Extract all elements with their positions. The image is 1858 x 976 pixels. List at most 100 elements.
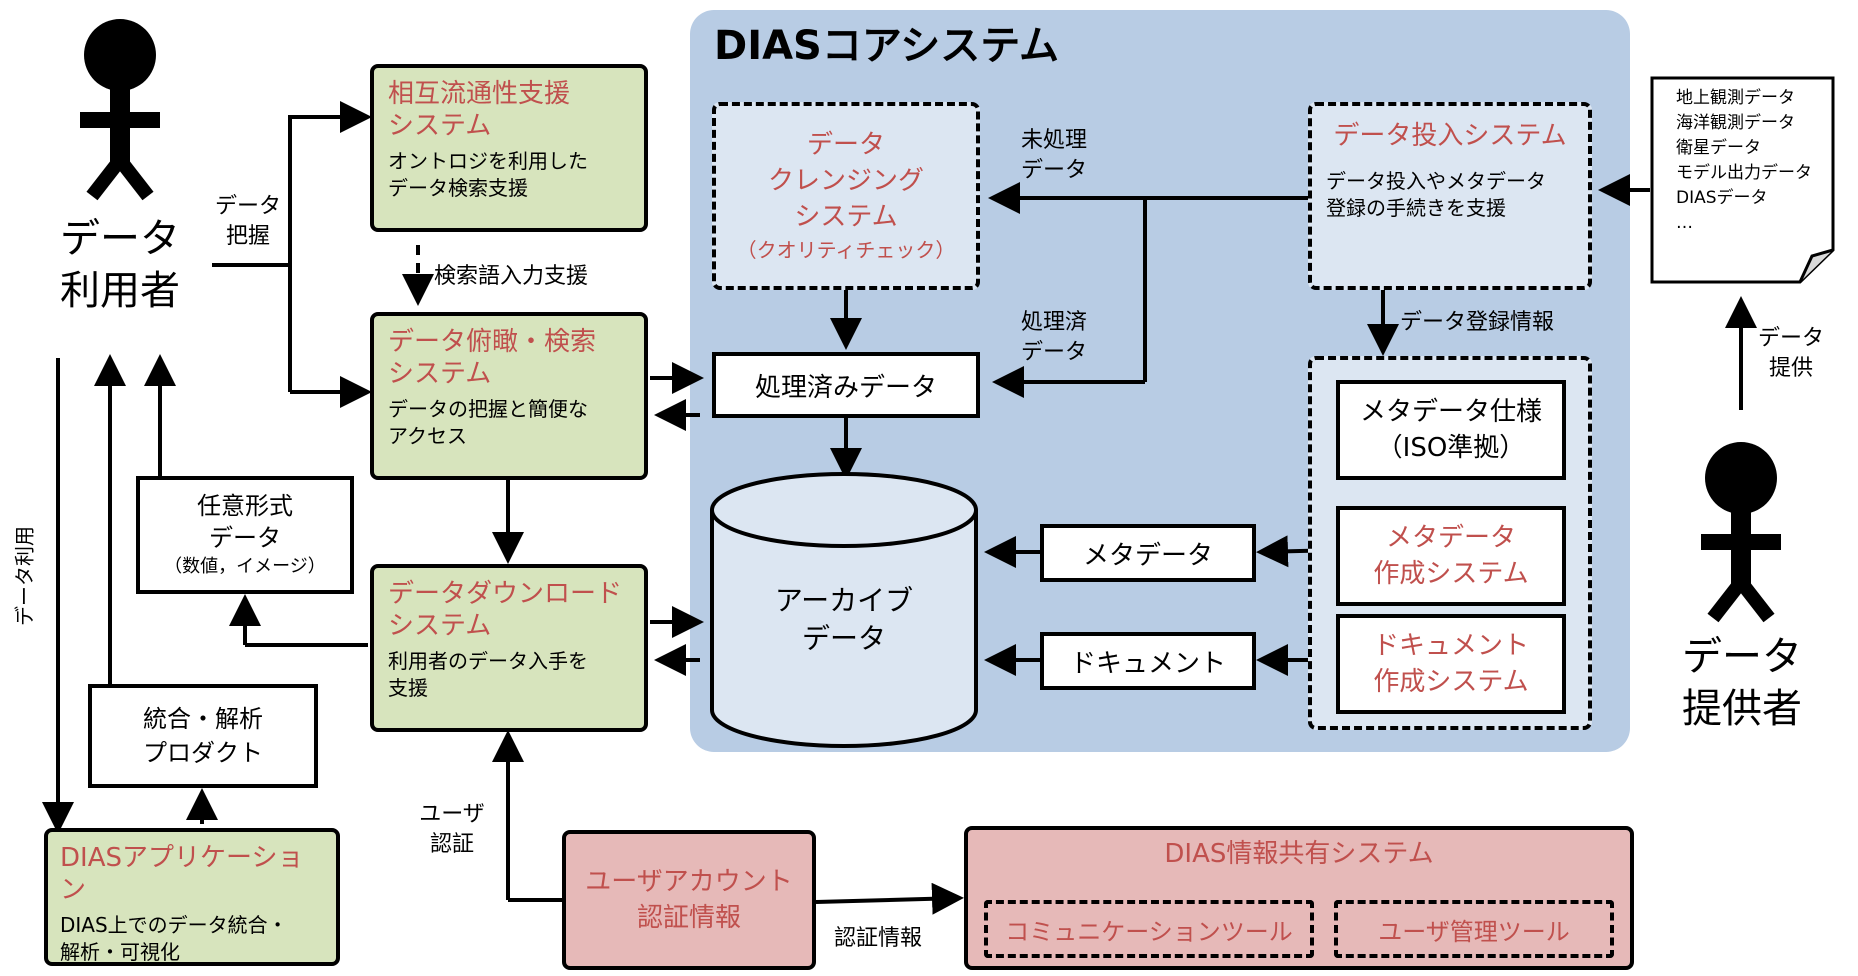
data-provider-line2: 提供者	[1682, 686, 1802, 732]
unprocessed-data-label: 未処理 データ	[1002, 124, 1106, 188]
data-grasp-label: データ 把握	[208, 190, 288, 254]
search-title-line2: システム	[388, 359, 492, 389]
interop-desc-line2: データ検索支援	[388, 176, 528, 200]
doc-create-line2: 作成システム	[1373, 667, 1529, 697]
data-search-system-box: データ俯瞰・検索 システム データの把握と簡便な アクセス	[370, 312, 648, 480]
data-grasp-line1: データ	[214, 194, 281, 219]
share-title: DIAS情報共有システム	[1164, 839, 1434, 869]
data-provide-label: データ 提供	[1756, 322, 1826, 386]
interop-desc-line1: オントロジを利用した	[388, 149, 588, 173]
unprocessed-line2: データ	[1020, 158, 1087, 183]
processed-data-label: 処理済 データ	[1002, 306, 1106, 370]
download-desc-line2: 支援	[388, 676, 428, 700]
download-title-line1: データダウンロード	[388, 579, 623, 609]
data-provider-line1: データ	[1682, 634, 1802, 680]
arbitrary-format-data-box: 任意形式 データ （数値，イメージ）	[136, 476, 354, 594]
metadata-create-system-box: メタデータ 作成システム	[1336, 506, 1566, 606]
account-line1: ユーザアカウント	[585, 867, 793, 897]
data-use-label: データ利用	[8, 516, 38, 636]
search-title-line1: データ俯瞰・検索	[388, 327, 597, 357]
source-item: DIASデータ	[1676, 188, 1768, 208]
processed-line1: 処理済	[1020, 310, 1087, 335]
meta-spec-line1: メタデータ仕様	[1359, 397, 1542, 427]
interop-title-line2: システム	[388, 111, 492, 141]
app-title: DIASアプリケーション	[60, 843, 304, 905]
meta-create-line1: メタデータ	[1385, 523, 1516, 553]
data-registration-label: データ登録情報	[1400, 310, 1555, 335]
integrated-analysis-product-box: 統合・解析 プロダクト	[88, 684, 318, 788]
data-provider-label: データ 提供者	[1652, 628, 1832, 738]
archive-line2: データ	[801, 622, 886, 655]
cleansing-line1: データ	[806, 130, 885, 160]
interop-title-line1: 相互流通性支援	[388, 79, 571, 109]
data-ingest-system-box: データ投入システム データ投入やメタデータ 登録の手続きを支援	[1308, 102, 1592, 290]
data-download-system-box: データダウンロード システム 利用者のデータ入手を 支援	[370, 564, 648, 732]
doc-create-line1: ドキュメント	[1372, 631, 1529, 661]
app-desc-line1: DIAS上でのデータ統合・	[60, 913, 288, 937]
source-item: モデル出力データ	[1676, 163, 1812, 183]
ingest-desc-line1: データ投入やメタデータ	[1326, 169, 1546, 193]
dias-application-box: DIASアプリケーション DIAS上でのデータ統合・ 解析・可視化	[44, 828, 340, 966]
user-auth-line1: ユーザ	[419, 802, 485, 827]
archive-data-label: アーカイブ データ	[744, 570, 944, 670]
data-user-line1: データ	[60, 216, 180, 262]
source-item: 衛星データ	[1676, 138, 1761, 158]
metadata-box: メタデータ	[1040, 524, 1256, 582]
processed-data-box: 処理済みデータ	[712, 352, 980, 418]
arbitrary-line1: 任意形式	[197, 492, 293, 520]
source-item: 海洋観測データ	[1676, 113, 1795, 133]
user-account-auth-box: ユーザアカウント 認証情報	[562, 830, 816, 970]
meta-spec-line2: （ISO準拠）	[1376, 433, 1526, 463]
provider-figure-icon	[1701, 442, 1781, 623]
document-box: ドキュメント	[1040, 632, 1256, 690]
processed-label: 処理済みデータ	[754, 372, 937, 403]
provide-line2: 提供	[1768, 356, 1813, 381]
metadata-label: メタデータ	[1082, 540, 1213, 571]
document-label: ドキュメント	[1069, 648, 1226, 679]
interop-support-system-box: 相互流通性支援 システム オントロジを利用した データ検索支援	[370, 64, 648, 232]
archive-cylinder-icon	[710, 472, 978, 748]
unprocessed-line1: 未処理	[1020, 128, 1087, 153]
data-cleansing-system-box: データ クレンジング システム （クオリティチェック）	[712, 102, 980, 290]
cleansing-line3: システム	[794, 202, 898, 232]
dias-info-share-system-box: DIAS情報共有システム	[964, 826, 1634, 970]
app-desc-line2: 解析・可視化	[60, 940, 180, 964]
user-auth-line2: 認証	[429, 832, 474, 857]
data-use-text: データ利用	[12, 526, 37, 626]
account-line2: 認証情報	[636, 903, 741, 933]
data-user-label: データ 利用者	[30, 210, 210, 320]
processed-line2: データ	[1020, 340, 1087, 365]
data-sources-document-icon	[1650, 76, 1835, 284]
cleansing-line4: （クオリティチェック）	[736, 238, 956, 262]
comm-tool-label: コミュニケーションツール	[1005, 917, 1293, 946]
user-mgmt-label: ユーザ管理ツール	[1378, 917, 1570, 946]
auth-info-label: 認証情報	[834, 926, 923, 951]
meta-create-line2: 作成システム	[1373, 559, 1529, 589]
source-item: 地上観測データ	[1676, 88, 1795, 108]
user-figure-icon	[80, 19, 160, 201]
keyword-support-label: 検索語入力支援	[434, 264, 589, 289]
ingest-desc-line2: 登録の手続きを支援	[1326, 196, 1506, 220]
download-desc-line1: 利用者のデータ入手を	[388, 649, 588, 673]
product-line2: プロダクト	[143, 739, 263, 767]
data-grasp-line2: 把握	[225, 224, 270, 249]
arbitrary-line3: （数値，イメージ）	[164, 556, 326, 577]
core-title: DIASコアシステム	[714, 23, 1060, 69]
arbitrary-line2: データ	[209, 524, 281, 552]
data-user-line2: 利用者	[60, 268, 180, 314]
download-title-line2: システム	[388, 611, 492, 641]
user-management-tool-box: ユーザ管理ツール	[1334, 900, 1614, 958]
provide-line1: データ	[1757, 326, 1824, 351]
cleansing-line2: クレンジング	[767, 166, 924, 196]
communication-tool-box: コミュニケーションツール	[984, 900, 1314, 958]
metadata-spec-box: メタデータ仕様 （ISO準拠）	[1336, 380, 1566, 480]
document-create-system-box: ドキュメント 作成システム	[1336, 614, 1566, 714]
ingest-title: データ投入システム	[1333, 121, 1567, 151]
archive-line1: アーカイブ	[774, 584, 914, 617]
user-auth-label: ユーザ 認証	[412, 798, 492, 862]
source-item: …	[1676, 213, 1693, 233]
data-sources-list: 地上観測データ 海洋観測データ 衛星データ モデル出力データ DIASデータ …	[1676, 86, 1826, 236]
product-line1: 統合・解析	[143, 705, 263, 733]
search-desc-line2: アクセス	[388, 424, 467, 448]
